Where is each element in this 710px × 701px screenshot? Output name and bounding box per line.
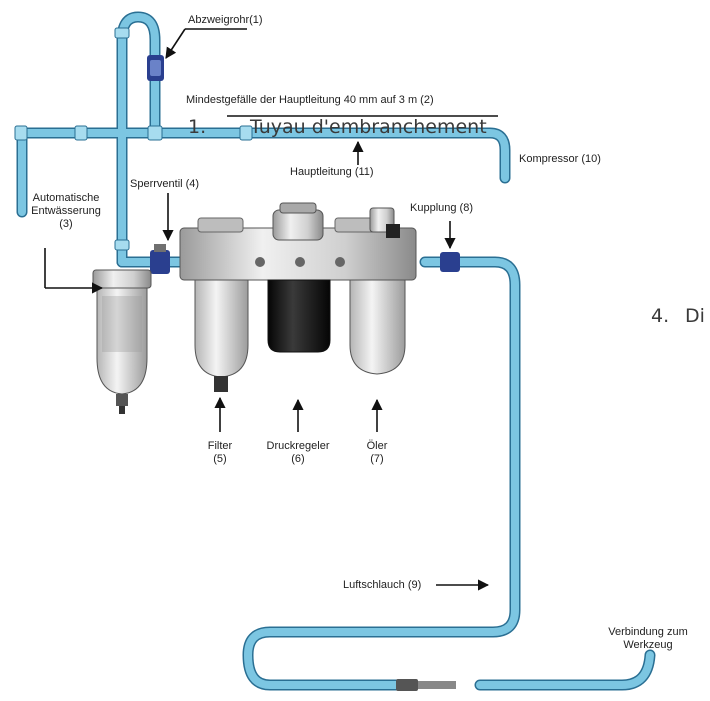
overlay-item-4-text: Di [685, 305, 705, 327]
label-pressure-regulator-line1: Druckregeler [266, 440, 330, 452]
oiler-bowl [349, 279, 406, 375]
label-automatic-drain-line3: (3) [59, 218, 73, 230]
label-tool-connection-line1: Verbindung zum [608, 626, 688, 638]
label-pressure-regulator: Druckregeler (6) [250, 440, 346, 466]
overlay-item-1-number: 1. [188, 116, 207, 138]
label-tool-connection-line2: Werkzeug [623, 639, 673, 651]
hose-end-fitting [396, 679, 456, 691]
automatic-drain-unit [92, 269, 152, 414]
oiler-top-fitting [369, 207, 400, 238]
label-minimum-slope: Mindestgefälle der Hauptleitung 40 mm au… [186, 94, 434, 106]
label-filter-line2: (5) [213, 453, 227, 465]
branch-pipe-fitting [147, 55, 164, 81]
label-branch-pipe: Abzweigrohr(1) [188, 14, 263, 26]
overlay-item-1-text: Tuyau d'embranchement [250, 116, 487, 138]
label-oiler-line1: Öler [366, 440, 388, 452]
label-automatic-drain-line2: Entwässerung [31, 205, 101, 217]
label-shutoff-valve: Sperrventil (4) [130, 178, 200, 190]
label-filter-line1: Filter [207, 440, 233, 452]
label-compressor: Kompressor (10) [519, 153, 601, 165]
pipe-joints [14, 27, 253, 251]
label-oiler: Öler (7) [354, 440, 400, 466]
label-coupling: Kupplung (8) [410, 202, 473, 214]
pressure-regulator-knob [272, 202, 324, 241]
label-automatic-drain: Automatische Entwässerung (3) [20, 192, 112, 231]
label-oiler-line2: (7) [370, 453, 384, 465]
label-automatic-drain-line1: Automatische [32, 192, 100, 204]
overlay-item-4-number: 4. [651, 305, 670, 327]
shutoff-valve [150, 244, 170, 274]
label-filter: Filter (5) [195, 440, 245, 466]
filter-bowl [194, 279, 249, 392]
coupling-fitting [440, 252, 460, 272]
label-air-hose: Luftschlauch (9) [343, 579, 422, 591]
arrows [44, 28, 498, 591]
main-pipe-line [16, 11, 656, 691]
label-pressure-regulator-line2: (6) [291, 453, 305, 465]
label-main-line: Hauptleitung (11) [290, 166, 374, 178]
regulator-bowl [267, 279, 331, 353]
label-tool-connection: Verbindung zum Werkzeug [593, 626, 703, 652]
